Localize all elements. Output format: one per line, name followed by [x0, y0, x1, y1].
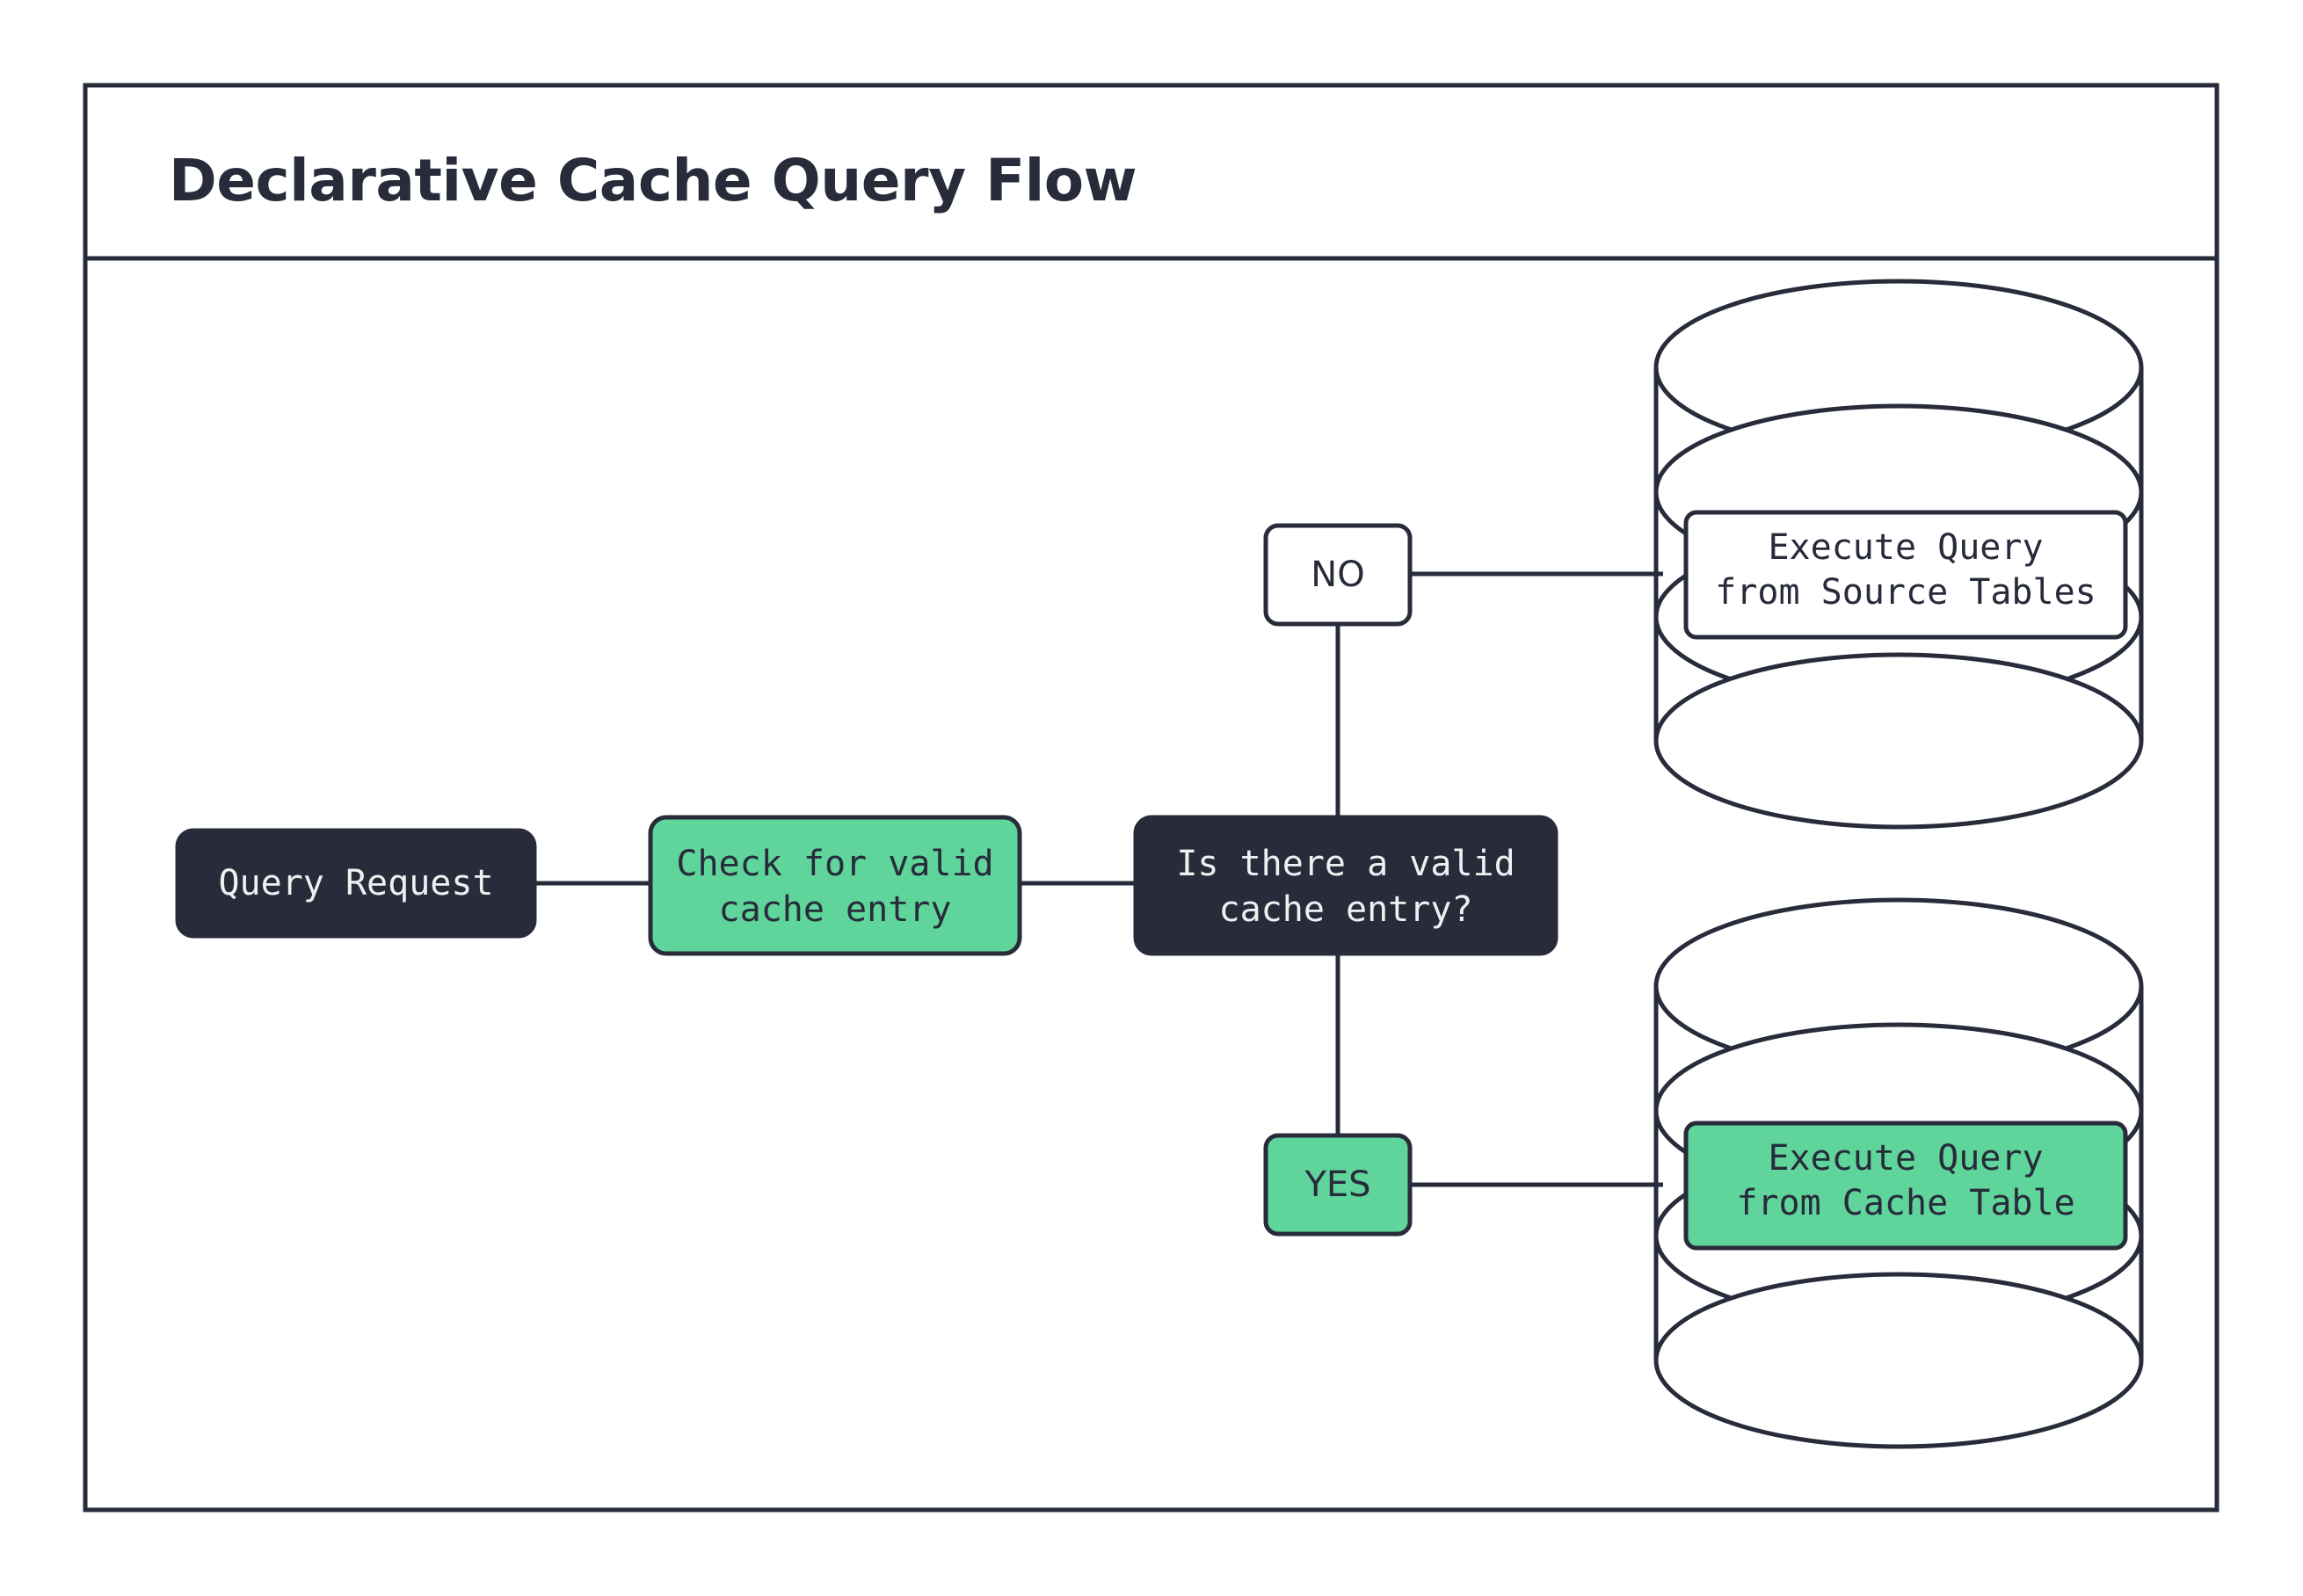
node-query-request[interactable]: Query Request — [175, 828, 537, 939]
edge-label-no[interactable]: NO — [1263, 523, 1413, 627]
query-request-box — [175, 828, 537, 939]
yes-label-text: YES — [1304, 1164, 1370, 1205]
no-label-box — [1263, 523, 1413, 627]
decision-label-line1: Is there a valid — [1176, 844, 1515, 884]
source-db-label-line1: Execute Query — [1768, 527, 2043, 568]
no-label-text: NO — [1311, 555, 1364, 595]
node-source-db[interactable]: Execute Query from Source Tables — [1653, 279, 2144, 830]
edge-label-yes[interactable]: YES — [1263, 1133, 1413, 1237]
source-db-label-line2: from Source Tables — [1715, 572, 2096, 613]
cache-db-ring-4 — [1653, 1272, 2144, 1449]
diagram-frame — [83, 83, 2219, 1513]
node-cache-db[interactable]: Execute Query from Cache Table — [1653, 897, 2144, 1449]
cache-db-label-line1: Execute Query — [1768, 1138, 2043, 1179]
yes-label-box — [1263, 1133, 1413, 1237]
page-title: Declarative Cache Query Flow — [169, 147, 1137, 214]
decision-box — [1133, 815, 1558, 956]
node-decision[interactable]: Is there a valid cache entry? — [1133, 815, 1558, 956]
decision-label-line2: cache entry? — [1219, 889, 1473, 930]
source-db-ring-4 — [1653, 652, 2144, 830]
cache-db-label-line2: from Cache Table — [1736, 1183, 2074, 1223]
check-cache-label-line1: Check for valid — [676, 844, 993, 884]
check-cache-box — [648, 815, 1022, 956]
check-cache-label-line2: cache entry — [719, 889, 952, 930]
node-check-cache[interactable]: Check for valid cache entry — [648, 815, 1022, 956]
source-db-label-plate — [1683, 510, 2128, 640]
cache-db-label-plate — [1683, 1121, 2128, 1251]
query-request-label: Query Request — [218, 863, 493, 903]
